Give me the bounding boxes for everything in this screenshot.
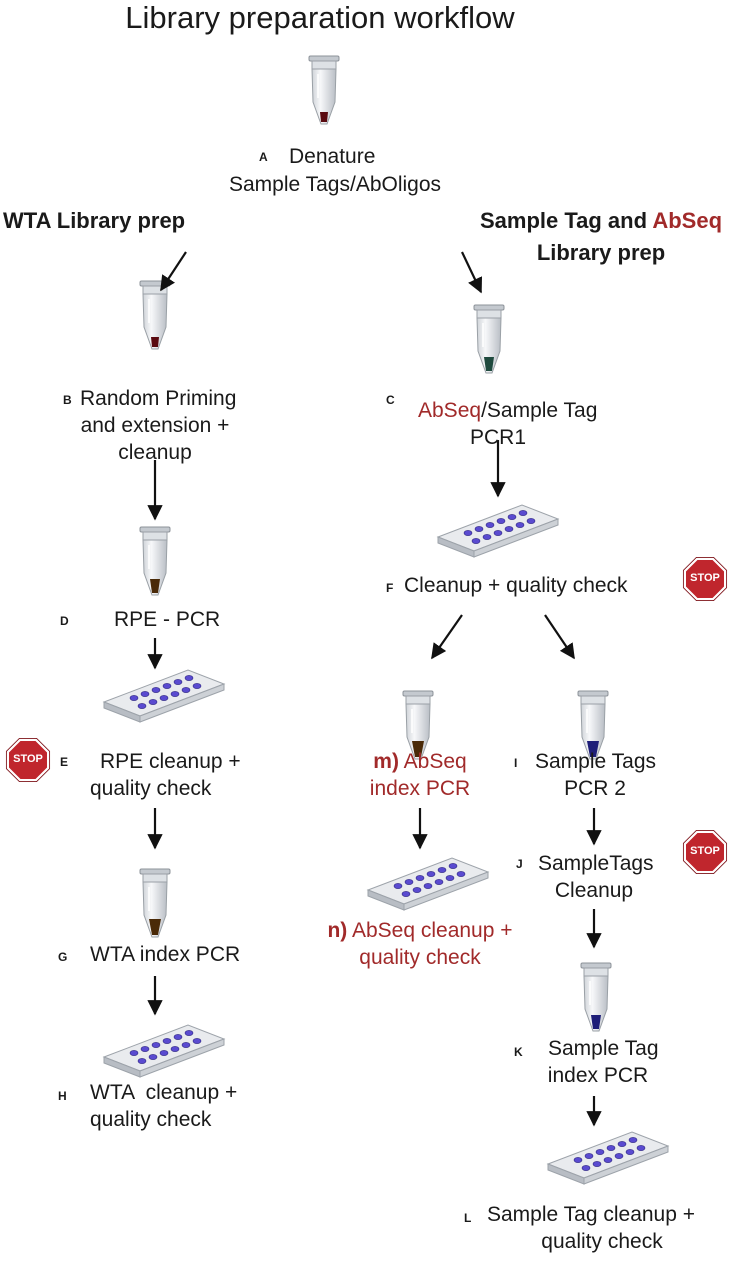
step-k-letter: K	[514, 1045, 523, 1059]
step-c-abseq: AbSeq	[418, 399, 482, 422]
stop-label-e: STOP	[13, 753, 43, 765]
right-header: Sample Tag and AbSeq	[466, 206, 736, 235]
step-m-line1: m) AbSeq	[360, 748, 480, 775]
step-e-line2: quality check	[90, 777, 212, 800]
right-header-abseq: AbSeq	[652, 208, 723, 233]
tube-i	[577, 690, 609, 760]
step-b-line1: Random Priming	[80, 387, 237, 410]
step-a-line2: Sample Tags/AbOligos	[228, 173, 442, 196]
step-b-line3: cleanup	[118, 441, 192, 464]
step-a-letter: A	[259, 150, 268, 164]
plate-k	[547, 1131, 669, 1185]
left-header: WTA Library prep	[3, 208, 186, 233]
step-n-line2: quality check	[359, 946, 481, 969]
step-h-letter: H	[58, 1089, 67, 1103]
plate-d	[103, 669, 225, 723]
arrow-to-c	[461, 251, 483, 294]
step-a-line1: Denature	[289, 145, 376, 168]
step-j-line1: SampleTags	[538, 852, 654, 875]
step-i-line1: Sample Tags	[535, 750, 657, 773]
step-b-line2: and extension +	[80, 414, 230, 437]
tube-k	[580, 962, 612, 1032]
step-e-line1: RPE cleanup +	[100, 750, 241, 773]
page-title: Library preparation workflow	[125, 0, 515, 35]
step-f-letter: F	[386, 581, 394, 595]
tube-c	[473, 304, 505, 374]
step-e-letter: E	[60, 755, 69, 769]
step-i-line2: PCR 2	[564, 777, 626, 800]
plate-c	[437, 504, 559, 558]
step-b-letter: B	[63, 393, 72, 407]
step-m-prefix: m)	[373, 750, 399, 773]
step-l-line1: Sample Tag cleanup +	[487, 1203, 696, 1226]
step-l-line2: quality check	[541, 1230, 663, 1253]
step-j-line2: Cleanup	[554, 879, 634, 902]
step-k-line1: Sample Tag	[548, 1037, 659, 1060]
arrow-to-b	[160, 251, 187, 292]
tube-m	[402, 690, 434, 760]
step-h-line2: quality check	[90, 1108, 212, 1131]
flow-arrows	[147, 251, 602, 1127]
arrow-f-m	[431, 614, 463, 660]
step-g-line1: WTA index PCR	[90, 943, 241, 966]
tube-b	[139, 280, 171, 350]
plate-g	[103, 1024, 225, 1078]
step-h-line1: WTA cleanup +	[90, 1081, 238, 1104]
step-f-line1: Cleanup + quality check	[404, 574, 628, 597]
step-c-line2: PCR1	[469, 426, 527, 449]
step-l-letter: L	[464, 1211, 472, 1225]
step-j-letter: J	[516, 857, 523, 871]
step-m-line2: index PCR	[369, 777, 471, 800]
step-k-line2: index PCR	[547, 1064, 649, 1087]
step-g-letter: G	[58, 950, 68, 964]
arrow-f-i	[544, 614, 575, 660]
step-d-letter: D	[60, 614, 69, 628]
step-d-line1: RPE - PCR	[114, 608, 221, 631]
step-n-line1: n) AbSeq cleanup +	[300, 917, 540, 944]
step-c-sample-tag: /Sample Tag	[481, 399, 598, 422]
step-n-prefix: n)	[327, 919, 348, 942]
stop-label-f: STOP	[690, 572, 720, 584]
step-n-text: AbSeq cleanup +	[347, 919, 513, 942]
stop-label-j: STOP	[690, 845, 720, 857]
tube-a	[308, 55, 340, 125]
step-i-letter: I	[514, 756, 518, 770]
step-c-line1: AbSeq/Sample Tag	[418, 397, 597, 424]
step-c-letter: C	[386, 393, 395, 407]
plate-m	[367, 857, 489, 911]
right-header-line2: Library prep	[536, 240, 666, 265]
tube-d	[139, 526, 171, 596]
right-header-part1: Sample Tag and	[479, 208, 653, 233]
step-m-text: AbSeq	[398, 750, 467, 773]
tube-g	[139, 868, 171, 938]
